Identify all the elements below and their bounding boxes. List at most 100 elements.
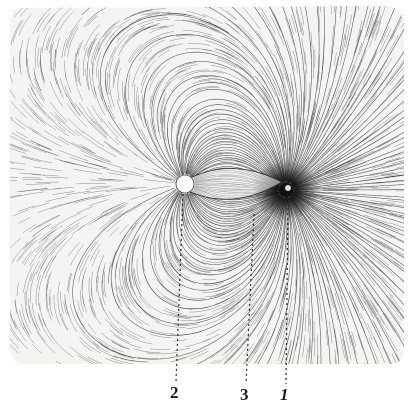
field-line	[35, 103, 50, 119]
field-line	[400, 118, 404, 125]
field-line	[82, 332, 99, 349]
field-line	[244, 284, 260, 302]
field-line	[327, 206, 349, 217]
field-line	[268, 308, 275, 322]
field-line	[152, 216, 162, 245]
field-line	[186, 131, 282, 183]
field-line	[30, 272, 36, 303]
field-line	[25, 183, 51, 185]
field-line	[297, 105, 299, 128]
field-line	[334, 292, 345, 325]
field-line	[290, 81, 295, 106]
field-line	[241, 45, 258, 63]
field-line	[91, 105, 103, 123]
field-line	[291, 58, 404, 186]
field-line	[138, 222, 150, 245]
field-line	[147, 198, 287, 364]
field-line	[244, 343, 255, 357]
field-line	[371, 20, 379, 38]
field-line	[202, 49, 231, 59]
field-line	[214, 25, 238, 40]
field-line	[45, 274, 50, 291]
field-line	[373, 6, 377, 11]
field-line	[266, 6, 281, 31]
field-line	[355, 178, 374, 182]
field-line	[119, 123, 139, 148]
field-line	[373, 115, 394, 131]
field-line	[389, 62, 404, 86]
field-line	[87, 356, 103, 364]
field-line	[144, 179, 176, 184]
field-line	[146, 118, 158, 149]
field-line	[128, 26, 146, 38]
field-line	[19, 50, 22, 75]
field-line	[309, 100, 316, 130]
field-line	[211, 254, 228, 256]
field-line	[176, 35, 193, 37]
field-line	[298, 232, 302, 247]
field-line	[36, 258, 48, 281]
field-line	[346, 187, 378, 189]
field-line	[173, 339, 187, 342]
field-line	[330, 25, 334, 55]
field-line	[93, 124, 107, 138]
field-line	[276, 49, 288, 82]
field-line	[175, 116, 184, 150]
leader-line-2	[175, 193, 184, 383]
field-line	[288, 311, 292, 326]
field-line	[229, 222, 245, 227]
field-line	[273, 54, 284, 80]
field-line	[100, 14, 288, 181]
field-line	[334, 77, 343, 99]
field-line	[217, 59, 237, 68]
field-line	[389, 30, 396, 43]
field-line	[121, 286, 130, 306]
field-line	[186, 325, 203, 330]
field-line	[142, 189, 285, 310]
field-line	[372, 164, 386, 169]
field-line	[238, 6, 260, 29]
field-line	[256, 322, 265, 337]
field-line	[183, 202, 189, 225]
field-line	[100, 204, 121, 215]
field-line	[252, 328, 268, 355]
field-line	[136, 258, 141, 286]
field-line	[42, 14, 55, 31]
field-line	[149, 26, 169, 34]
field-line	[289, 73, 294, 94]
field-line	[50, 237, 64, 251]
field-line	[328, 50, 333, 77]
field-line	[342, 339, 347, 362]
field-line	[184, 13, 212, 23]
field-line	[224, 6, 292, 183]
field-line	[178, 146, 181, 167]
field-line	[167, 261, 181, 280]
field-line	[148, 65, 167, 91]
field-line	[79, 336, 101, 354]
field-line	[45, 196, 68, 202]
field-line	[288, 197, 305, 364]
field-line	[180, 71, 202, 80]
field-line	[103, 22, 118, 38]
field-line	[333, 158, 363, 172]
field-line	[111, 250, 117, 268]
field-line	[281, 214, 286, 249]
field-line	[277, 97, 285, 122]
field-line	[354, 29, 362, 54]
field-line	[220, 226, 251, 235]
field-line	[174, 306, 193, 310]
field-line	[109, 226, 119, 238]
field-line	[385, 157, 401, 163]
field-line	[160, 231, 165, 265]
field-line	[282, 284, 287, 299]
field-line	[273, 12, 285, 38]
field-line	[317, 290, 323, 322]
field-line	[109, 25, 123, 39]
field-line	[370, 53, 377, 66]
field-line	[182, 197, 189, 231]
field-line	[289, 132, 294, 166]
field-line	[71, 142, 94, 154]
field-line	[349, 292, 362, 319]
field-line	[150, 44, 176, 60]
field-line	[241, 113, 258, 127]
